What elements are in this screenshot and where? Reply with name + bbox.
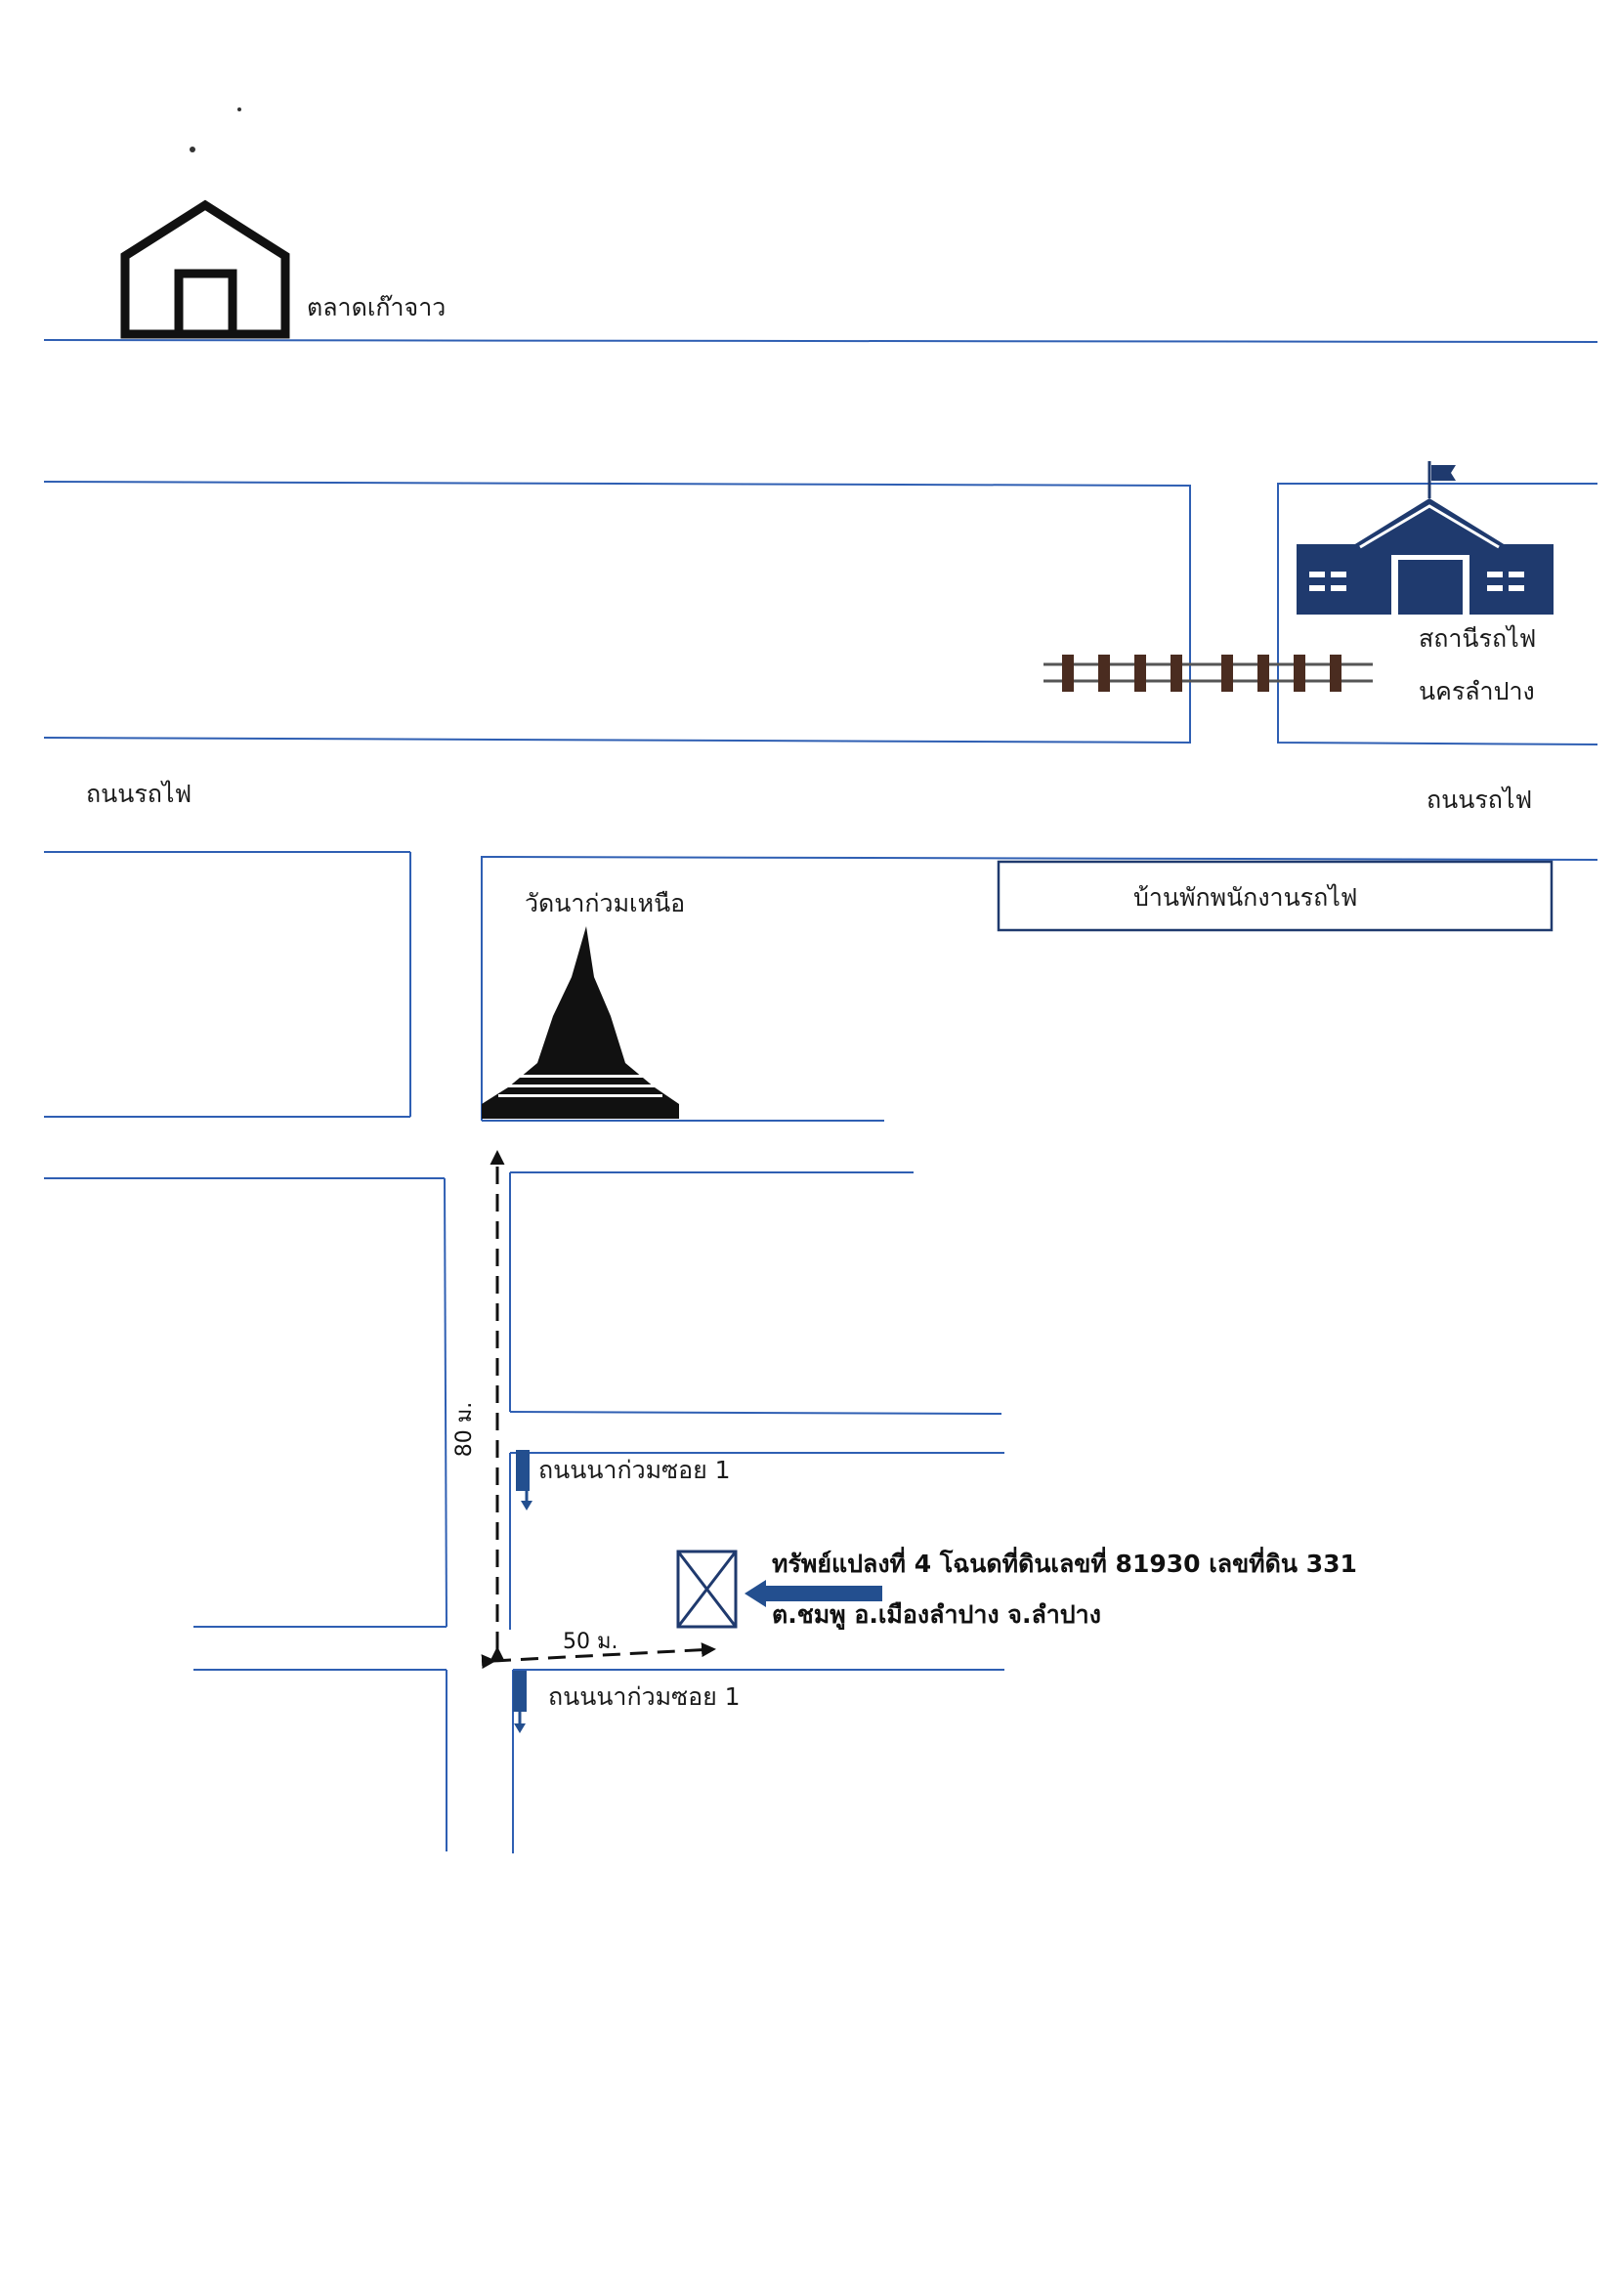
- soi-label: ถนนนาก่วมซอย 1: [538, 1456, 731, 1484]
- station-label: สถานีรถไฟ: [1419, 624, 1537, 653]
- property-marker-icon: [676, 1550, 738, 1629]
- road-line: [43, 481, 1191, 744]
- staff-housing-label: บ้านพักพนักงานรถไฟ: [1133, 883, 1358, 912]
- road-line: [481, 855, 1598, 1121]
- road-line: [444, 1177, 447, 1628]
- market-label: ตลาดเก๊าจาว: [307, 293, 447, 321]
- station-label: นครลำปาง: [1419, 677, 1535, 705]
- distance-label-horizontal: 50 ม.: [563, 1630, 618, 1654]
- pagoda-icon: [482, 926, 679, 1119]
- road-label: ถนนรถไฟ: [1426, 786, 1533, 814]
- staff-housing-box: [997, 860, 1554, 932]
- distance-label-vertical: 80 ม.: [452, 1401, 478, 1458]
- train-station-icon: [1297, 461, 1554, 615]
- soi-marker-lower: [513, 1671, 527, 1733]
- soi-label: ถนนนาก่วมซอย 1: [548, 1682, 741, 1711]
- road-line: [43, 339, 1598, 343]
- temple-label: วัดนาก่วมเหนือ: [525, 889, 686, 917]
- road-line: [1277, 483, 1598, 745]
- scan-speck: [237, 107, 241, 111]
- property-location: ต.ชมพู อ.เมืองลำปาง จ.ลำปาง: [772, 1600, 1101, 1629]
- road-line: [509, 1411, 1002, 1415]
- property-description: ทรัพย์แปลงที่ 4 โฉนดที่ดินเลขที่ 81930 เ…: [772, 1550, 1357, 1578]
- scan-speck: [190, 147, 195, 152]
- house-icon: [120, 199, 290, 339]
- road-lines: [43, 339, 1598, 1853]
- arrow-left-icon: [745, 1580, 882, 1607]
- road-label: ถนนรถไฟ: [86, 780, 192, 808]
- distance-line-horizontal: [481, 1642, 716, 1670]
- railway-track-icon: [1043, 655, 1373, 692]
- soi-marker-upper: [516, 1450, 532, 1510]
